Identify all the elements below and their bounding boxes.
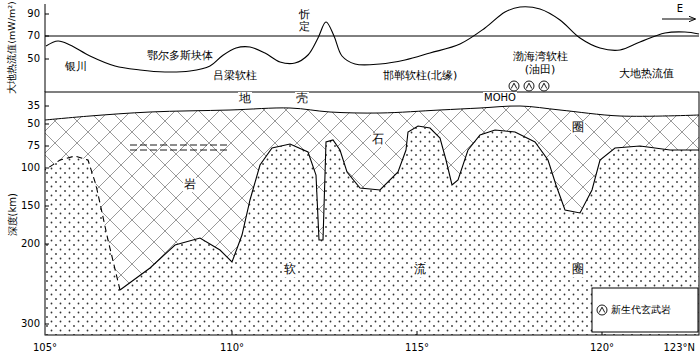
depth-tick-label: 300 bbox=[20, 318, 41, 330]
basalt-symbol bbox=[524, 81, 534, 91]
dashed-line bbox=[130, 150, 228, 151]
depth-tick bbox=[45, 124, 49, 125]
longitude-tick bbox=[417, 331, 418, 335]
heat-tick bbox=[45, 36, 49, 37]
direction-label: E bbox=[676, 3, 684, 15]
depth-tick-label: 150 bbox=[20, 200, 41, 212]
reference-line bbox=[45, 36, 699, 37]
moho-line bbox=[45, 106, 699, 120]
legend-row: 新生代玄武岩 bbox=[611, 304, 671, 316]
heat-flow-curve bbox=[46, 7, 699, 72]
layer-name: 流 bbox=[413, 263, 427, 277]
panel-frame bbox=[45, 92, 699, 335]
layer-name: 石 bbox=[371, 133, 385, 147]
basalt-symbol bbox=[597, 305, 607, 315]
basalt-symbol bbox=[509, 81, 519, 91]
asthenosphere-fill bbox=[45, 92, 699, 335]
boundary-name: MOHO bbox=[483, 92, 517, 104]
place-name: 大地热流值 bbox=[618, 68, 675, 81]
layer-name: 圈 bbox=[571, 121, 585, 135]
axis-title: 大地热流值(mW/m²) bbox=[7, 0, 18, 94]
direction-arrow bbox=[662, 19, 695, 20]
longitude-tick bbox=[232, 331, 233, 335]
depth-tick bbox=[45, 168, 49, 169]
layer-name: 圈 bbox=[571, 263, 585, 277]
axis-title: 深度(km) bbox=[6, 192, 18, 237]
lithosphere-fill bbox=[45, 106, 699, 290]
depth-tick-label: 75 bbox=[26, 140, 41, 152]
legend-box bbox=[592, 288, 698, 332]
longitude-label: 120° bbox=[589, 342, 615, 354]
depth-tick-label: 100 bbox=[20, 162, 41, 174]
depth-tick bbox=[45, 206, 49, 207]
axis-tick: 50 bbox=[26, 53, 41, 65]
longitude-label: 105° bbox=[32, 342, 58, 354]
layer-name: 壳 bbox=[295, 92, 309, 106]
place-name: 忻定 bbox=[298, 9, 311, 33]
place-name: 银川 bbox=[64, 61, 88, 74]
lab-line bbox=[120, 126, 699, 290]
depth-tick-label: 50 bbox=[26, 118, 41, 130]
layer-name: 软 bbox=[283, 263, 297, 277]
depth-tick bbox=[45, 324, 49, 325]
axis-tick: 90 bbox=[26, 8, 41, 20]
dashed-line bbox=[130, 145, 228, 146]
axis-tick: 70 bbox=[26, 30, 41, 42]
layer-name: 地 bbox=[238, 92, 252, 106]
panel-ground bbox=[45, 92, 699, 335]
heat-tick bbox=[45, 14, 49, 15]
basalt-symbol bbox=[539, 81, 549, 91]
depth-tick-label: 200 bbox=[20, 238, 41, 250]
place-name: 鄂尔多斯块体 bbox=[146, 50, 214, 63]
longitude-label: 110° bbox=[219, 342, 245, 354]
depth-tick bbox=[45, 106, 49, 107]
depth-tick-label: 35 bbox=[26, 100, 41, 112]
heat-axis bbox=[45, 4, 46, 92]
heat-tick bbox=[45, 59, 49, 60]
longitude-label: 115° bbox=[404, 342, 430, 354]
legend-text: 新生代玄武岩 bbox=[611, 304, 671, 315]
lab-line-dashed bbox=[45, 156, 120, 290]
layer-name: 岩 bbox=[183, 178, 197, 192]
place-name: 邯郸软柱(北缘) bbox=[382, 70, 459, 83]
place-name: 吕梁软柱 bbox=[212, 70, 258, 83]
lithosphere-ground bbox=[45, 106, 699, 290]
longitude-label: 123°N bbox=[662, 342, 696, 354]
depth-tick bbox=[45, 146, 49, 147]
depth-tick bbox=[45, 244, 49, 245]
place-name: 渤海湾软柱 (油田) bbox=[508, 51, 572, 76]
